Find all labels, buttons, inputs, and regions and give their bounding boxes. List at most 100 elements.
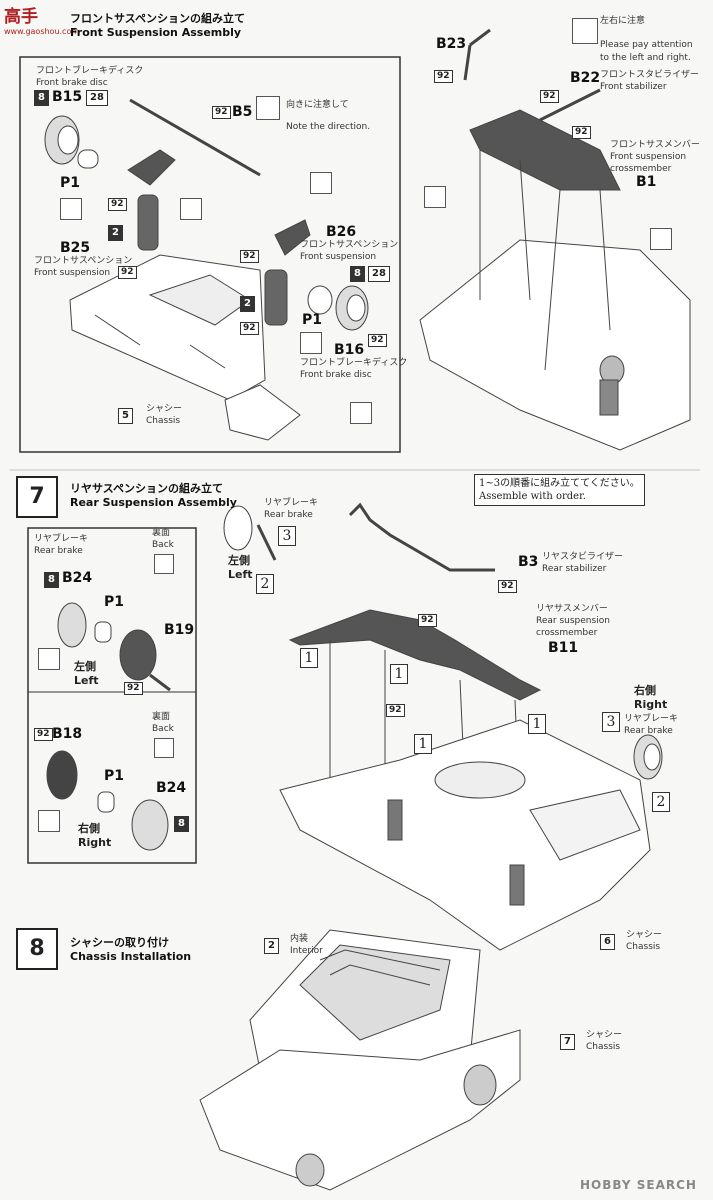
b11-en2: crossmember (536, 628, 598, 638)
interior-num: 2 (264, 938, 279, 954)
inset2-num-8: 8 (174, 816, 189, 832)
glue-icon-d (424, 186, 446, 208)
b25-en: Front suspension (34, 268, 111, 278)
b1-en1: Front suspension (610, 152, 687, 162)
glue-icon-e (650, 228, 672, 250)
paint-92-a: 92 (108, 198, 127, 211)
glue-icon-a (180, 198, 202, 220)
rear-brake-top-jp: リヤブレーキ (264, 498, 319, 508)
order-3-top: 3 (278, 526, 296, 546)
chassis-6-en: Chassis (626, 942, 661, 952)
right-jp: 右側 (634, 684, 656, 697)
paint-92-c: 92 (212, 106, 231, 119)
note-dir-jp: 向きに注意して (286, 100, 349, 110)
b3-en: Rear stabilizer (542, 564, 607, 574)
paint-92-h: 92 (540, 90, 559, 103)
inset-num-8: 8 (44, 572, 59, 588)
inset-back-en: Back (152, 540, 174, 550)
inset-p1: P1 (104, 594, 125, 610)
order-note-jp: 1~3の順番に組み立ててください。 (479, 478, 640, 489)
step8-number: 8 (16, 928, 58, 970)
order-2-left: 2 (256, 574, 274, 594)
caution-icon: ! (572, 18, 598, 44)
brake-disc-left-jp: フロントブレーキディスク (36, 66, 144, 76)
part-b3: B3 (518, 554, 539, 570)
b16-num-8: 8 (350, 266, 365, 282)
paint-92-j: 92 (498, 580, 517, 593)
paint-92-g: 92 (434, 70, 453, 83)
paint-num-28: 28 (86, 90, 108, 106)
no-glue-icon (60, 198, 82, 220)
note-lr-en1: Please pay attention (600, 40, 693, 50)
b26-jp: フロントサスペンション (300, 240, 399, 250)
chassis-6-jp: シャシー (626, 930, 663, 940)
b3-jp: リヤスタビライザー (542, 552, 624, 562)
order-note-en: Assemble with order. (479, 491, 586, 502)
order-1-a: 1 (300, 648, 318, 668)
inset-no-glue-icon (38, 648, 60, 670)
chassis-5-en: Chassis (146, 416, 181, 426)
step7-number: 7 (16, 476, 58, 518)
caution-icon-2: ! (256, 96, 280, 120)
inset2-back-jp: 裏面 (152, 712, 171, 722)
b26-en: Front suspension (300, 252, 377, 262)
paint-num-8: 8 (34, 90, 49, 106)
rear-brake-right-en: Rear brake (624, 726, 673, 736)
glue-icon-c (350, 402, 372, 424)
inset-left-jp: 左側 (74, 660, 96, 673)
inset2-92: 92 (34, 728, 53, 741)
left-jp: 左側 (228, 554, 250, 567)
interior-jp: 内装 (290, 934, 309, 944)
back-side-icon-2 (154, 738, 174, 758)
paint-num-2-a: 2 (108, 225, 123, 241)
hobby-search-watermark: HOBBY SEARCH (580, 1178, 697, 1192)
b25-jp: フロントサスペンション (34, 256, 133, 266)
part-b15: B15 (52, 89, 83, 105)
part-b22: B22 (570, 70, 601, 86)
logo-url: www.gaoshou.com (4, 27, 80, 36)
inset2-right-jp: 右側 (78, 822, 100, 835)
back-side-icon (154, 554, 174, 574)
paint-92-f: 92 (368, 334, 387, 347)
glue-icon-b (310, 172, 332, 194)
logo-text: 高手 (4, 7, 38, 27)
b11-en1: Rear suspension (536, 616, 610, 626)
brake-disc-left-en: Front brake disc (36, 78, 108, 88)
order-1-b: 1 (390, 664, 408, 684)
paint-92-b: 92 (118, 266, 137, 279)
inset2-no-glue-icon (38, 810, 60, 832)
b1-jp: フロントサスメンバー (610, 140, 700, 150)
no-glue-icon-2 (300, 332, 322, 354)
note-lr-en2: to the left and right. (600, 53, 691, 63)
inset2-p1: P1 (104, 768, 125, 784)
b16-num-28: 28 (368, 266, 390, 282)
left-en: Left (228, 568, 253, 581)
part-b11: B11 (548, 640, 579, 656)
step6-title-en: Front Suspension Assembly (70, 26, 242, 39)
inset2-right-en: Right (78, 836, 112, 849)
note-lr-jp: 左右に注意 (600, 16, 646, 26)
interior-en: Interior (290, 946, 323, 956)
part-b25: B25 (60, 240, 91, 256)
b22-jp: フロントスタビライザー (600, 70, 700, 80)
part-b23: B23 (436, 36, 467, 52)
b16-jp: フロントブレーキディスク (300, 358, 408, 368)
order-1-c: 1 (414, 734, 432, 754)
step8-title-en: Chassis Installation (70, 950, 192, 963)
part-b26: B26 (326, 224, 357, 240)
note-dir-en: Note the direction. (286, 122, 371, 132)
part-b1: B1 (636, 174, 657, 190)
rear-brake-right-jp: リヤブレーキ (624, 714, 679, 724)
chassis-5-num: 5 (118, 408, 133, 424)
order-2-right: 2 (652, 792, 670, 812)
step6-title-jp: フロントサスペンションの組み立て (70, 12, 246, 25)
chassis-7-en: Chassis (586, 1042, 621, 1052)
step7-title-jp: リヤサスペンションの組み立て (70, 482, 224, 495)
chassis-7-jp: シャシー (586, 1030, 623, 1040)
inset-b24: B24 (62, 570, 93, 586)
order-note: 1~3の順番に組み立ててください。 Assemble with order. (474, 474, 645, 506)
inset2-back-en: Back (152, 724, 174, 734)
rear-brake-top-en: Rear brake (264, 510, 313, 520)
b1-en2: crossmember (610, 164, 672, 174)
